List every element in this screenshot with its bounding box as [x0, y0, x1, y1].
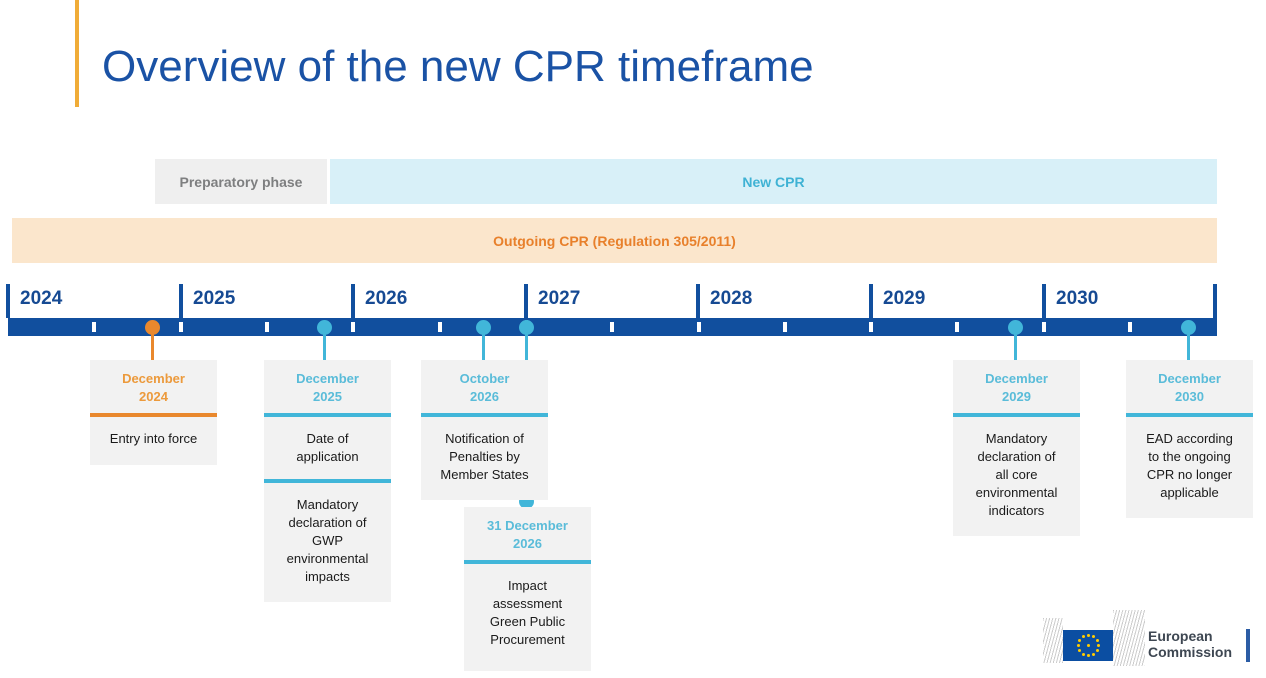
event-box-dec-2029: December 2029 Mandatory declaration of a…	[953, 360, 1080, 536]
year-label: 2026	[365, 288, 408, 309]
event-dot	[519, 320, 534, 335]
event-stem	[482, 327, 485, 360]
event-item: Entry into force	[109, 431, 198, 446]
event-date: December 2024	[122, 371, 185, 404]
year-label: 2028	[710, 288, 753, 309]
year-tick	[524, 284, 528, 318]
event-stem	[1187, 327, 1190, 360]
half-year-tick	[697, 322, 701, 332]
year-tick	[351, 284, 355, 318]
phase-preparatory-label: Preparatory phase	[179, 173, 303, 190]
event-divider	[90, 413, 217, 417]
event-date: December 2030	[1158, 371, 1221, 404]
year-tick	[6, 284, 10, 318]
event-divider	[421, 413, 548, 417]
european-commission-logo: European Commission	[1043, 608, 1255, 670]
half-year-tick	[179, 322, 183, 332]
event-dot	[317, 320, 332, 335]
event-divider	[953, 413, 1080, 417]
event-box-dec-2030: December 2030 EAD according to the ongoi…	[1126, 360, 1253, 518]
event-box-dec-2024: December 2024 Entry into force	[90, 360, 217, 465]
year-label: 2024	[20, 288, 63, 309]
year-label: 2025	[193, 288, 236, 309]
phase-outgoing-cpr: Outgoing CPR (Regulation 305/2011)	[12, 218, 1217, 263]
half-year-tick	[265, 322, 269, 332]
event-date: 31 December 2026	[487, 518, 568, 551]
year-tick	[696, 284, 700, 318]
page-title: Overview of the new CPR timeframe	[102, 42, 814, 91]
event-date: December 2029	[985, 371, 1048, 404]
phase-new-cpr-label: New CPR	[742, 173, 805, 190]
logo-swoosh-icon	[1113, 610, 1145, 666]
event-dot	[1008, 320, 1023, 335]
event-date: December 2025	[296, 371, 359, 404]
event-item: Mandatory declaration of GWP environment…	[286, 497, 369, 584]
event-stem	[1014, 327, 1017, 360]
event-date: October 2026	[459, 371, 510, 404]
event-divider	[1126, 413, 1253, 417]
year-tick	[179, 284, 183, 318]
event-dot	[1181, 320, 1196, 335]
event-dot	[145, 320, 160, 335]
event-item: Date of application	[296, 431, 359, 464]
year-label: 2027	[538, 288, 581, 309]
phase-new-cpr: New CPR	[330, 159, 1217, 204]
year-tick	[869, 284, 873, 318]
event-box-oct-2026: October 2026 Notification of Penalties b…	[421, 360, 548, 500]
half-year-tick	[1128, 322, 1132, 332]
year-tick	[1042, 284, 1046, 318]
half-year-tick	[92, 322, 96, 332]
phase-preparatory: Preparatory phase	[155, 159, 327, 204]
event-stem	[323, 327, 326, 360]
logo-swoosh-icon	[1043, 618, 1063, 663]
event-divider	[264, 413, 391, 417]
event-dot	[476, 320, 491, 335]
event-stem	[151, 327, 154, 360]
event-item: Impact assessment Green Public Procureme…	[489, 578, 566, 647]
eu-stars-icon	[1086, 644, 1090, 647]
event-divider	[264, 479, 391, 483]
half-year-tick	[783, 322, 787, 332]
event-box-31-dec-2026: 31 December 2026 Impact assessment Green…	[464, 507, 591, 671]
half-year-tick	[955, 322, 959, 332]
event-item: EAD according to the ongoing CPR no long…	[1146, 431, 1233, 500]
year-tick-end	[1213, 284, 1217, 336]
half-year-tick	[610, 322, 614, 332]
event-item: Notification of Penalties by Member Stat…	[440, 431, 529, 482]
event-item: Mandatory declaration of all core enviro…	[975, 431, 1058, 518]
logo-accent-bar	[1246, 629, 1250, 662]
title-accent-bar	[75, 0, 79, 107]
half-year-tick	[869, 322, 873, 332]
half-year-tick	[438, 322, 442, 332]
year-label: 2030	[1056, 288, 1099, 309]
half-year-tick	[1042, 322, 1046, 332]
phase-outgoing-cpr-label: Outgoing CPR (Regulation 305/2011)	[493, 232, 736, 249]
logo-wordmark: European Commission	[1148, 628, 1233, 660]
half-year-tick	[351, 322, 355, 332]
year-label: 2029	[883, 288, 926, 309]
eu-flag-icon	[1063, 630, 1113, 661]
event-box-dec-2025: December 2025 Date of application Mandat…	[264, 360, 391, 602]
event-divider	[464, 560, 591, 564]
